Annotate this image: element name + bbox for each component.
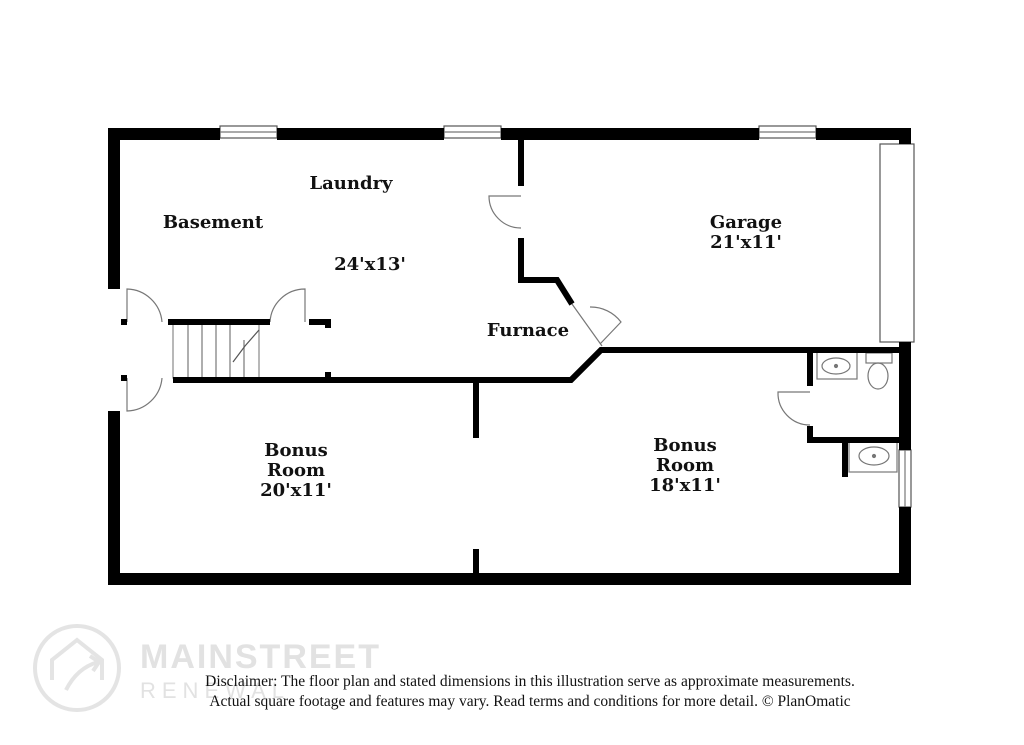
wall-laundry-garage-lower	[518, 238, 575, 306]
door-left-lower	[126, 377, 163, 412]
watermark-brand-main: MAINSTREET	[140, 638, 381, 676]
door-laundry-garage	[488, 195, 522, 229]
sink-upper	[816, 351, 858, 380]
room-label-bonus-right-1: Bonus	[653, 435, 717, 456]
garage-door	[879, 143, 915, 343]
room-dims-bonus-left: 20'x11'	[260, 480, 332, 501]
door-left-upper	[126, 288, 163, 323]
door-stair-top	[269, 288, 306, 323]
watermark-logo-ring	[33, 624, 121, 712]
room-label-garage: Garage	[710, 212, 782, 233]
door-furnace	[571, 303, 622, 347]
disclaimer-line-1: Disclaimer: The floor plan and stated di…	[205, 673, 855, 690]
disclaimer: Disclaimer: The floor plan and stated di…	[150, 672, 910, 712]
room-dims-garage: 21'x11'	[710, 232, 782, 253]
disclaimer-line-2: Actual square footage and features may v…	[209, 693, 851, 710]
watermark-house-icon	[50, 637, 104, 680]
room-dims-basement: 24'x13'	[334, 254, 406, 275]
watermark-arrow-icon	[64, 654, 102, 691]
window-top-3	[758, 125, 817, 139]
watermark-logo: MAINSTREET RENEWAL	[33, 624, 381, 712]
walls	[108, 128, 911, 585]
wall-central	[173, 347, 899, 383]
room-label-bonus-right-2: Room	[656, 455, 714, 476]
wall-bath-left-lower	[807, 426, 899, 443]
room-label-bonus-left-2: Room	[267, 460, 325, 481]
watermark-brand-sub: RENEWAL	[140, 678, 290, 703]
window-top-1	[219, 125, 278, 139]
room-label-basement: Basement	[163, 212, 264, 233]
window-top-2	[443, 125, 502, 139]
room-label-laundry: Laundry	[309, 173, 393, 194]
toilet	[865, 352, 893, 390]
staircase	[172, 321, 260, 379]
room-label-bonus-left-1: Bonus	[264, 440, 328, 461]
room-dims-bonus-right: 18'x11'	[649, 475, 721, 496]
door-bath	[777, 391, 811, 426]
window-right-bath	[898, 449, 912, 508]
room-label-furnace: Furnace	[487, 320, 569, 341]
sink-lower	[848, 441, 898, 473]
wall-stair-closet	[309, 319, 331, 328]
